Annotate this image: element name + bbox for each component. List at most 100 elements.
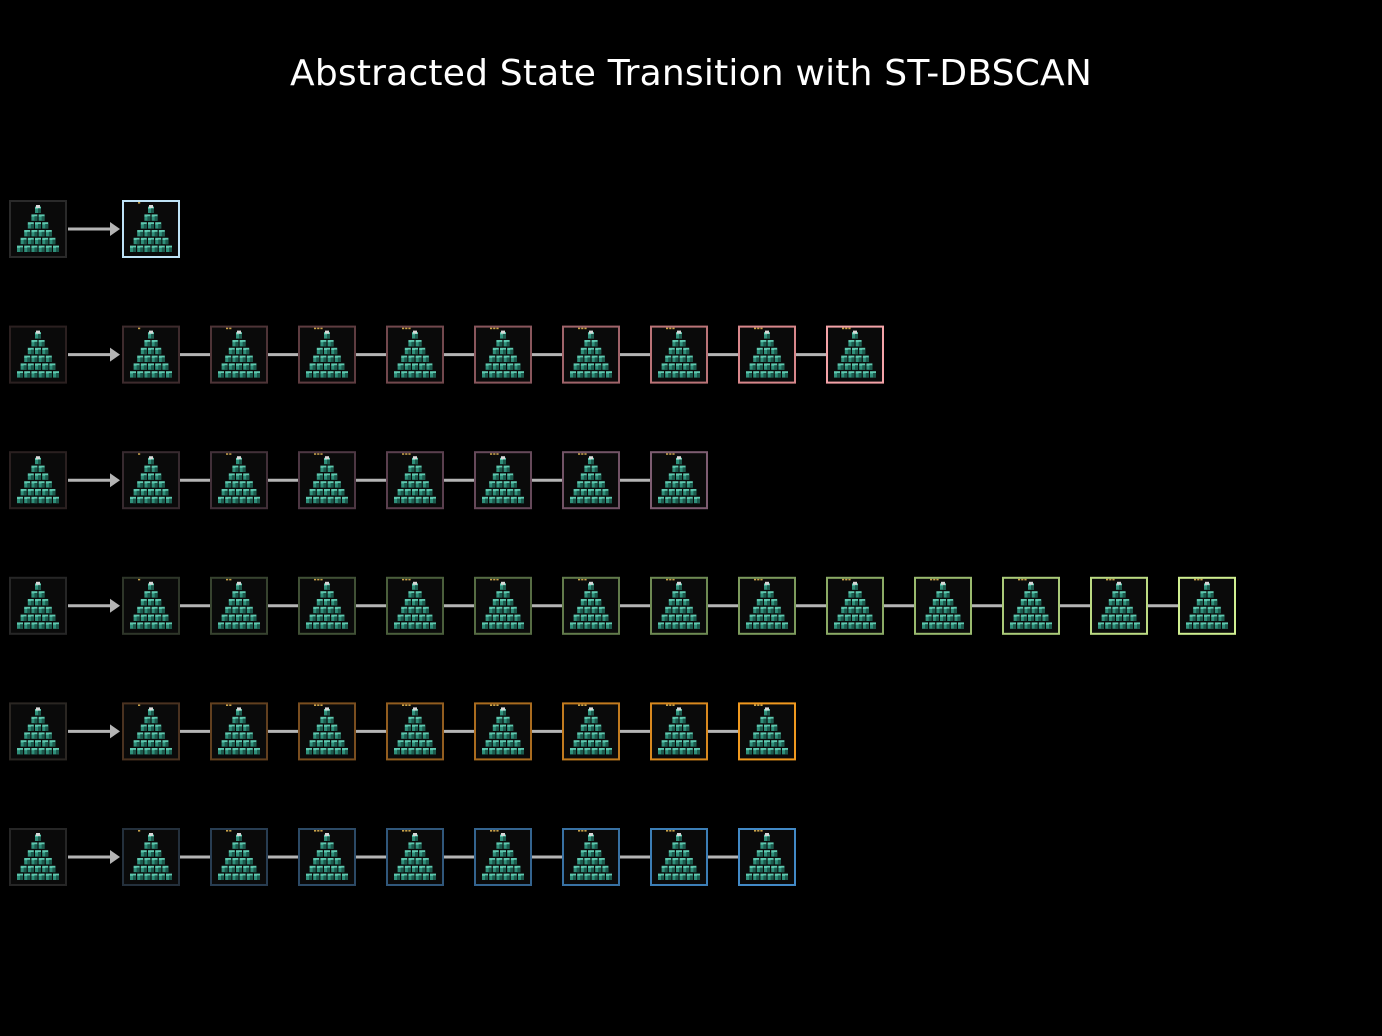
state-cluster-border bbox=[122, 702, 180, 761]
state-thumbnail bbox=[9, 702, 67, 761]
state-thumbnail bbox=[298, 702, 356, 761]
state-thumbnail bbox=[298, 576, 356, 635]
state-thumbnail bbox=[386, 828, 444, 886]
state-thumbnail bbox=[386, 576, 444, 635]
state-thumbnail bbox=[826, 325, 884, 384]
state-thumbnail bbox=[1090, 576, 1148, 635]
transition-arrowhead bbox=[110, 473, 120, 488]
state-cluster-border bbox=[298, 325, 356, 384]
state-thumbnail bbox=[738, 828, 796, 886]
state-thumbnail bbox=[122, 325, 180, 384]
state-thumbnail bbox=[386, 325, 444, 384]
state-sequence-6 bbox=[9, 828, 796, 886]
state-cluster-border bbox=[9, 200, 67, 258]
state-cluster-border bbox=[474, 828, 532, 886]
state-cluster-border bbox=[210, 576, 268, 635]
state-cluster-border bbox=[386, 702, 444, 761]
state-cluster-border bbox=[9, 576, 67, 635]
state-thumbnail bbox=[210, 576, 268, 635]
state-cluster-border bbox=[210, 325, 268, 384]
state-cluster-border bbox=[122, 451, 180, 510]
state-cluster-border bbox=[474, 325, 532, 384]
state-thumbnail bbox=[474, 828, 532, 886]
state-thumbnail bbox=[738, 576, 796, 635]
state-thumbnail bbox=[562, 702, 620, 761]
state-thumbnail bbox=[650, 702, 708, 761]
state-cluster-border bbox=[1178, 576, 1236, 635]
state-cluster-border bbox=[562, 828, 620, 886]
state-thumbnail bbox=[298, 828, 356, 886]
state-thumbnail bbox=[122, 200, 180, 258]
state-cluster-border bbox=[122, 576, 180, 635]
state-thumbnail bbox=[210, 451, 268, 510]
state-thumbnail bbox=[9, 576, 67, 635]
state-thumbnail bbox=[562, 451, 620, 510]
state-cluster-border bbox=[914, 576, 972, 635]
state-cluster-border bbox=[474, 576, 532, 635]
state-cluster-border bbox=[738, 828, 796, 886]
state-thumbnail bbox=[474, 451, 532, 510]
state-thumbnail bbox=[122, 576, 180, 635]
state-cluster-border bbox=[826, 576, 884, 635]
transition-arrowhead bbox=[110, 724, 120, 739]
state-cluster-border bbox=[386, 576, 444, 635]
state-thumbnail bbox=[210, 702, 268, 761]
state-thumbnail bbox=[386, 451, 444, 510]
state-thumbnail bbox=[9, 828, 67, 886]
state-thumbnail bbox=[650, 451, 708, 510]
state-cluster-border bbox=[826, 325, 884, 384]
state-cluster-border bbox=[650, 325, 708, 384]
state-cluster-border bbox=[738, 325, 796, 384]
state-cluster-border bbox=[210, 451, 268, 510]
state-thumbnail bbox=[738, 325, 796, 384]
state-thumbnail bbox=[9, 451, 67, 510]
diagram-title: Abstracted State Transition with ST-DBSC… bbox=[290, 53, 1092, 94]
state-cluster-border bbox=[298, 702, 356, 761]
state-cluster-border bbox=[210, 828, 268, 886]
state-cluster-border bbox=[650, 576, 708, 635]
state-sequence-3 bbox=[9, 451, 708, 510]
state-thumbnail bbox=[474, 325, 532, 384]
state-cluster-border bbox=[562, 576, 620, 635]
state-cluster-border bbox=[562, 702, 620, 761]
state-thumbnail bbox=[562, 325, 620, 384]
state-thumbnail bbox=[1178, 576, 1236, 635]
state-cluster-border bbox=[474, 451, 532, 510]
state-cluster-border bbox=[9, 451, 67, 510]
state-thumbnail bbox=[210, 828, 268, 886]
state-cluster-border bbox=[9, 702, 67, 761]
state-thumbnail bbox=[122, 451, 180, 510]
state-cluster-border bbox=[122, 325, 180, 384]
state-cluster-border bbox=[650, 451, 708, 510]
transition-arrowhead bbox=[110, 598, 120, 613]
state-cluster-border bbox=[210, 702, 268, 761]
state-thumbnail bbox=[122, 702, 180, 761]
state-cluster-border bbox=[738, 576, 796, 635]
state-cluster-border bbox=[122, 200, 180, 258]
state-thumbnail bbox=[914, 576, 972, 635]
state-thumbnail bbox=[1002, 576, 1060, 635]
state-sequence-5 bbox=[9, 702, 796, 761]
state-thumbnail bbox=[650, 576, 708, 635]
state-cluster-border bbox=[1090, 576, 1148, 635]
transition-arrowhead bbox=[110, 850, 120, 864]
state-thumbnail bbox=[650, 828, 708, 886]
state-thumbnail bbox=[474, 702, 532, 761]
state-cluster-border bbox=[474, 702, 532, 761]
state-cluster-border bbox=[562, 325, 620, 384]
state-cluster-border bbox=[386, 828, 444, 886]
state-thumbnail bbox=[122, 828, 180, 886]
state-cluster-border bbox=[650, 702, 708, 761]
state-thumbnail bbox=[9, 325, 67, 384]
state-thumbnail bbox=[826, 576, 884, 635]
state-sequence-4 bbox=[9, 576, 1236, 635]
state-cluster-border bbox=[562, 451, 620, 510]
state-thumbnail bbox=[298, 325, 356, 384]
state-cluster-border bbox=[9, 828, 67, 886]
state-thumbnail bbox=[650, 325, 708, 384]
state-cluster-border bbox=[298, 576, 356, 635]
state-thumbnail bbox=[386, 702, 444, 761]
state-sequence-2 bbox=[9, 325, 884, 384]
state-cluster-border bbox=[298, 451, 356, 510]
